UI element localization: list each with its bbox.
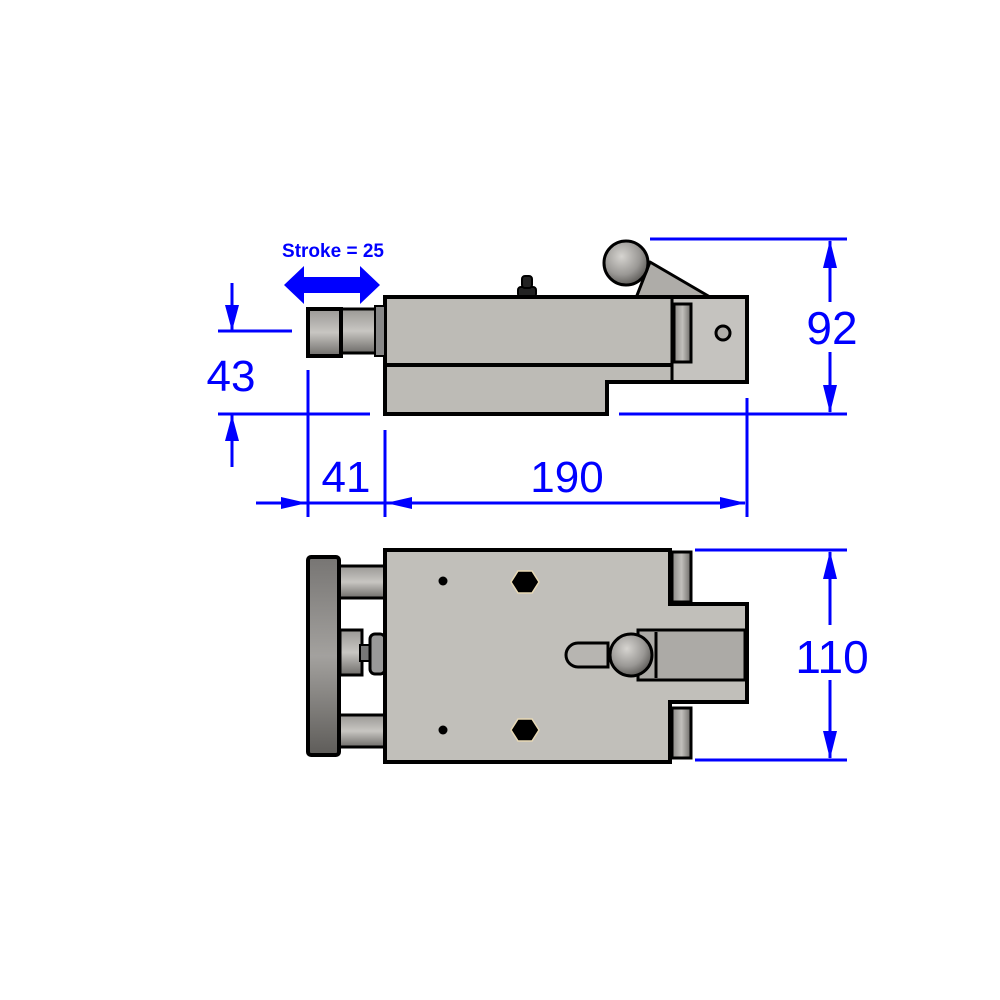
dim-92-label: 92 (806, 302, 857, 354)
hex-nut-icon (510, 718, 540, 742)
lever-channel (636, 628, 747, 682)
arrow-left-icon (386, 497, 412, 509)
top-view: 110 (306, 548, 869, 764)
guide-rod-bottom (335, 713, 387, 749)
dim-41-label: 41 (322, 453, 371, 502)
side-pad-bottom (670, 706, 693, 760)
stroke-label: Stroke = 25 (282, 241, 384, 262)
mount-hole (438, 725, 448, 735)
arrow-down-icon (823, 385, 837, 413)
lever-slot (564, 641, 610, 669)
center-rod (338, 628, 387, 677)
arrow-down-icon (823, 731, 837, 759)
end-plate (306, 555, 341, 757)
side-pad-top (670, 550, 693, 604)
cylinder-body (383, 295, 749, 416)
hex-nut-icon (510, 570, 540, 594)
side-pad (672, 302, 693, 364)
arrow-up-icon (823, 551, 837, 579)
pivot-hole (714, 324, 732, 342)
mount-hole (438, 576, 448, 586)
dim-43-label: 43 (207, 352, 256, 401)
arrow-right-icon (720, 497, 746, 509)
guide-rod-top (335, 564, 387, 600)
stroke-double-arrow (284, 266, 380, 304)
dim-190-label: 190 (530, 453, 603, 502)
arrow-up-icon (823, 240, 837, 268)
ball-knob (602, 239, 650, 287)
side-view: Stroke = 25 43 92 41 (207, 237, 858, 517)
dimension-41-190 (256, 370, 749, 517)
lever-ball (608, 632, 654, 678)
dim-110-label: 110 (795, 631, 868, 683)
arrow-down-icon (225, 305, 239, 331)
arrow-right-icon (281, 497, 307, 509)
grease-fitting (517, 275, 537, 298)
arrow-up-icon (225, 415, 239, 441)
piston-rod (306, 305, 387, 358)
